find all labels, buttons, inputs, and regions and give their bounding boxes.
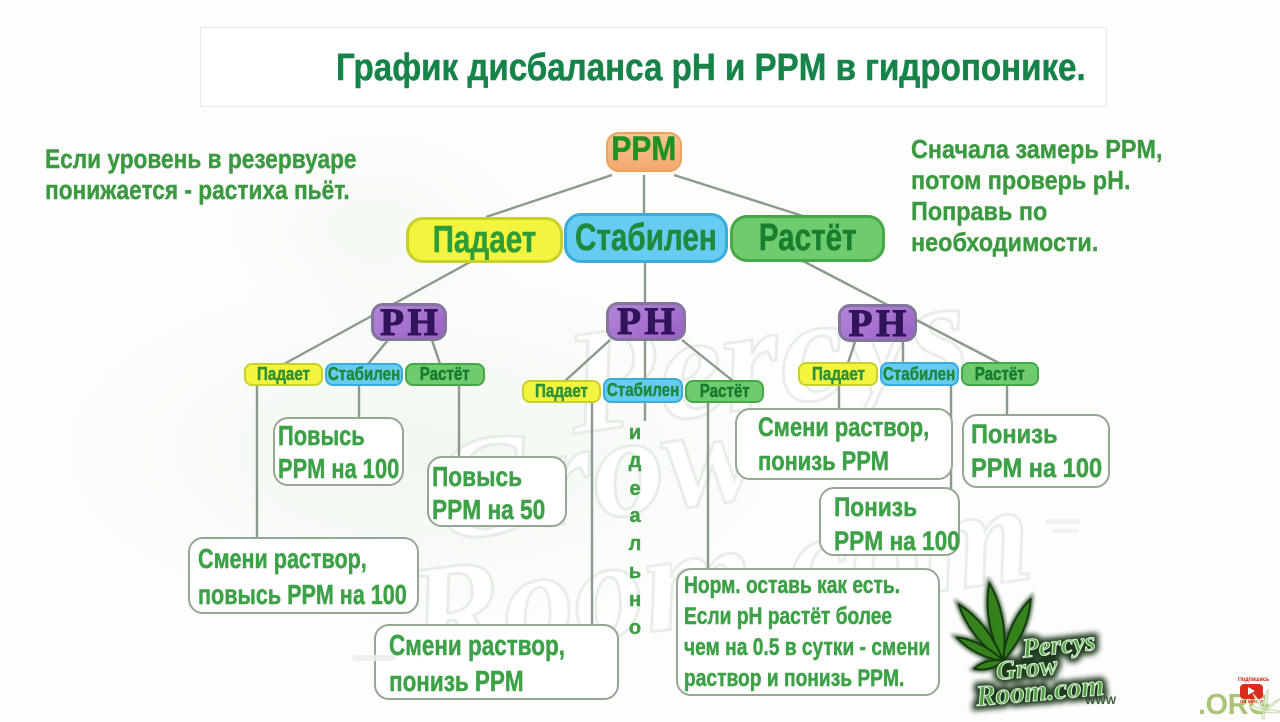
svg-text:Room.com: Room.com [974,670,1105,713]
svg-text:WWW: WWW [1085,695,1117,707]
svg-text:Grow: Grow [995,650,1060,686]
